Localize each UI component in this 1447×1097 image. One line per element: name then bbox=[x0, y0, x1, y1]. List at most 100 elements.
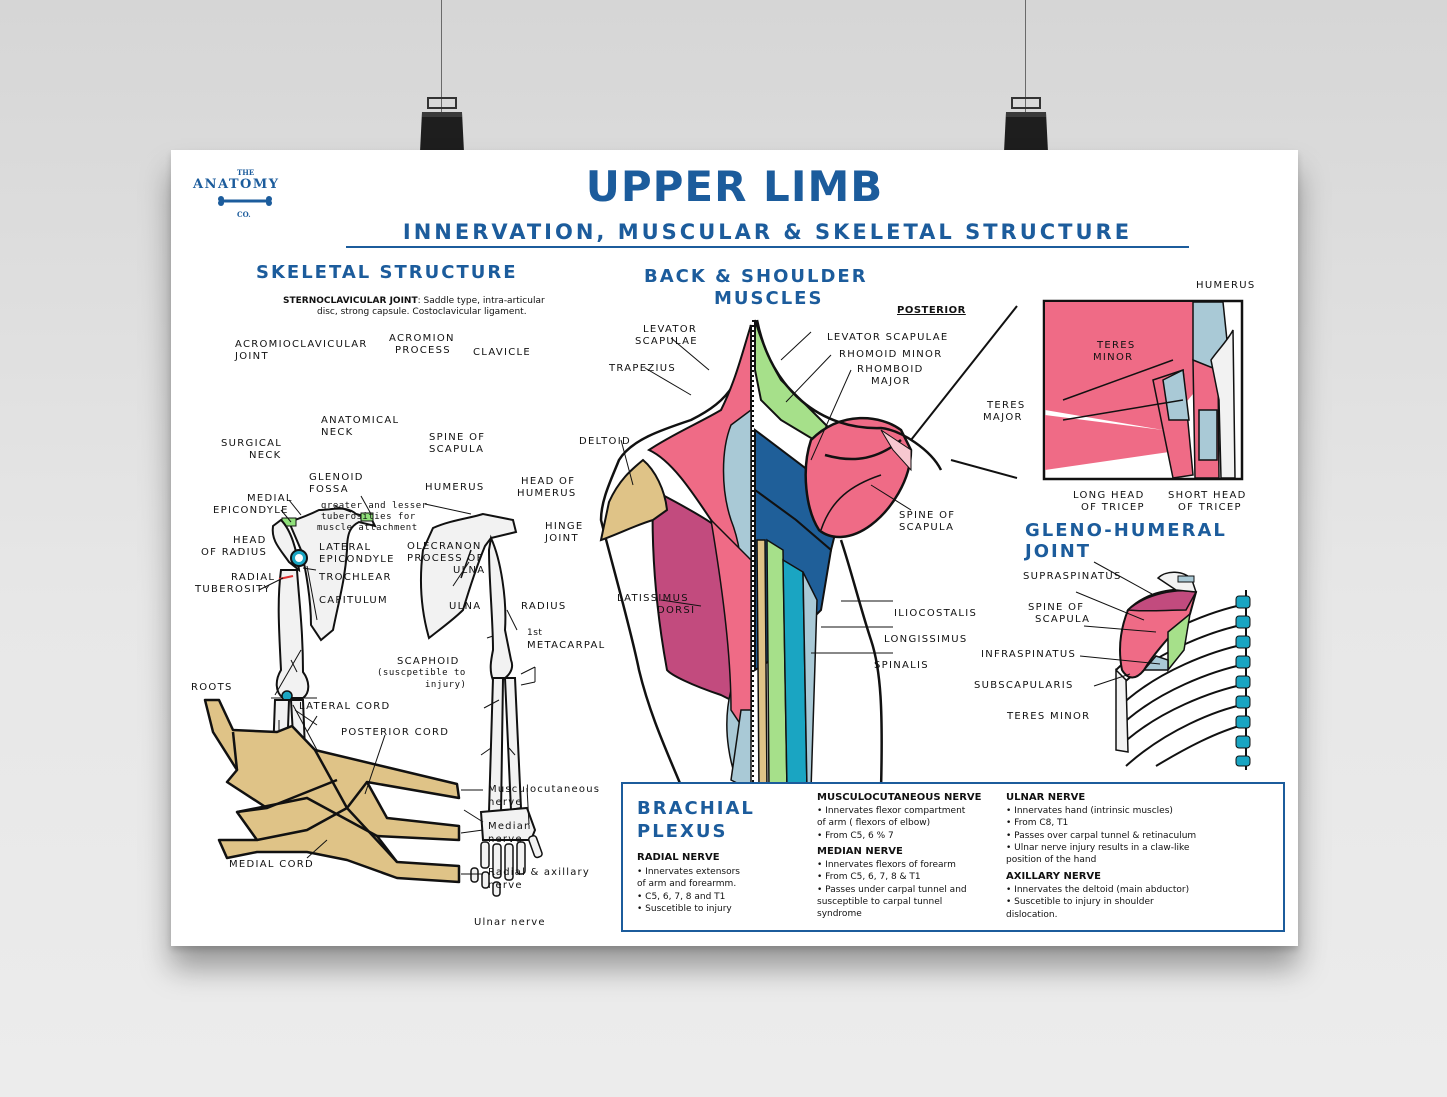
label-scaphoid-note-1: (suscpetible to bbox=[377, 668, 466, 678]
label-tuberosity: TUBEROSITY bbox=[195, 584, 271, 595]
label-ulna: ULNA bbox=[449, 601, 482, 612]
label-hinge-joint: JOINT bbox=[545, 533, 579, 544]
radial-nerve-text: • Innervates extensors of arm and forear… bbox=[637, 867, 740, 914]
label-glenoid: GLENOID bbox=[309, 472, 364, 483]
label-process: PROCESS bbox=[395, 345, 451, 356]
ulnar-nerve-heading: ULNAR NERVE bbox=[1006, 792, 1086, 803]
label-radial-2: nerve bbox=[488, 880, 523, 891]
label-latissimus-2: DORSI bbox=[657, 605, 696, 616]
label-tuberosities-1: greater and lesser bbox=[321, 501, 428, 511]
brachial-title-1: BRACHIAL bbox=[637, 798, 755, 819]
label-inset-humerus: HUMERUS bbox=[1196, 280, 1256, 291]
label-tuberosities-3: muscle attachment bbox=[317, 523, 418, 533]
label-first: 1st bbox=[527, 628, 543, 638]
label-anatomical: ANATOMICAL bbox=[321, 415, 400, 426]
label-infraspinatus: INFRASPINATUS bbox=[981, 649, 1077, 660]
label-process-of: PROCESS OF bbox=[407, 553, 484, 564]
label-spinalis: SPINALIS bbox=[874, 660, 929, 671]
label-levator-left-2: SCAPULAE bbox=[635, 336, 698, 347]
inset-callout-lines bbox=[910, 305, 1018, 479]
brand-logo: THE ANATOMY CO. bbox=[193, 166, 299, 219]
label-medial-epicondyle: EPICONDYLE bbox=[213, 505, 289, 516]
label-surgical-neck: NECK bbox=[249, 450, 282, 461]
label-spine-of-gleno: SPINE OF bbox=[1028, 602, 1085, 613]
label-spine-of-back: SPINE OF bbox=[899, 510, 956, 521]
label-long-head-1: LONG HEAD bbox=[1073, 490, 1145, 501]
hanging-wire-right bbox=[1025, 0, 1026, 112]
label-musculocutaneous-1: Musculocutaneous bbox=[488, 784, 601, 795]
gleno-heading-1: GLENO-HUMERAL bbox=[1025, 520, 1227, 541]
back-heading-2: MUSCLES bbox=[714, 288, 824, 309]
axillary-nerve-text: • Innervates the deltoid (main abductor)… bbox=[1006, 885, 1190, 920]
label-radial: RADIAL bbox=[231, 572, 276, 583]
skeletal-heading: SKELETAL STRUCTURE bbox=[256, 262, 518, 283]
label-musculocutaneous-2: nerve bbox=[488, 797, 523, 808]
label-humerus: HUMERUS bbox=[425, 482, 485, 493]
label-head: HEAD bbox=[233, 535, 267, 546]
brachial-plexus-info: BRACHIAL PLEXUS RADIAL NERVE • Innervate… bbox=[621, 782, 1285, 932]
label-olecranon-ulna: ULNA bbox=[453, 565, 486, 576]
label-posterior-cord: POSTERIOR CORD bbox=[341, 727, 450, 738]
label-deltoid: DELTOID bbox=[579, 436, 631, 447]
label-latissimus-1: LATISSIMUS bbox=[617, 593, 689, 604]
logo-line-2: ANATOMY bbox=[193, 177, 280, 192]
label-fossa: FOSSA bbox=[309, 484, 349, 495]
label-teres-major-2: MAJOR bbox=[983, 412, 1023, 423]
sc-joint-text-2: disc, strong capsule. Costoclavicular li… bbox=[317, 307, 527, 317]
hanging-wire-left bbox=[441, 0, 442, 112]
label-scaphoid-note-2: injury) bbox=[425, 680, 467, 690]
label-levator-right: LEVATOR SCAPULAE bbox=[827, 332, 949, 343]
label-acromion: ACROMION bbox=[389, 333, 455, 344]
label-radial-1: Radial & axillary bbox=[488, 867, 590, 878]
label-median-1: Median bbox=[488, 821, 532, 832]
label-posterior: POSTERIOR bbox=[897, 305, 966, 316]
label-olecranon: OLECRANON bbox=[407, 541, 482, 552]
label-short-head-2: OF TRICEP bbox=[1178, 502, 1242, 513]
label-rhomboid-major-1: RHOMBOID bbox=[857, 364, 924, 375]
label-spine-of: SPINE OF bbox=[429, 432, 486, 443]
binder-clip-left bbox=[420, 97, 464, 152]
brachial-plexus-diagram bbox=[203, 698, 484, 884]
label-capitulum: CAPITULUM bbox=[319, 595, 388, 606]
label-levator-left-1: LEVATOR bbox=[643, 324, 698, 335]
label-clavicle: CLAVICLE bbox=[473, 347, 532, 358]
label-scapula-back: SCAPULA bbox=[899, 522, 955, 533]
binder-clip-right bbox=[1004, 97, 1048, 152]
label-trapezius: TRAPEZIUS bbox=[609, 363, 677, 374]
label-subscapularis: SUBSCAPULARIS bbox=[974, 680, 1074, 691]
label-roots: ROOTS bbox=[191, 682, 233, 693]
label-medial: MEDIAL bbox=[247, 493, 293, 504]
label-teres-minor-2: MINOR bbox=[1093, 352, 1134, 363]
inset-teres-drawing bbox=[1042, 299, 1244, 481]
label-anatomical-neck: NECK bbox=[321, 427, 354, 438]
axillary-nerve-heading: AXILLARY NERVE bbox=[1006, 871, 1101, 882]
label-iliocostalis: ILIOCOSTALIS bbox=[894, 608, 978, 619]
gleno-humeral-drawing bbox=[1075, 561, 1251, 770]
bone-icon bbox=[218, 196, 272, 206]
label-rhomboid-minor: RHOMOID MINOR bbox=[839, 349, 943, 360]
label-teres-major-1: TERES bbox=[987, 400, 1026, 411]
label-tuberosities-2: tuberosities for bbox=[321, 512, 416, 522]
label-medial-cord: MEDIAL CORD bbox=[229, 859, 314, 870]
page-title: UPPER LIMB bbox=[585, 162, 884, 211]
median-nerve-heading: MEDIAN NERVE bbox=[817, 846, 903, 857]
label-teres-minor-1: TERES bbox=[1097, 340, 1136, 351]
label-head-of: HEAD OF bbox=[521, 476, 576, 487]
skeletal-drawings bbox=[258, 495, 543, 897]
label-teres-minor-gleno: TERES MINOR bbox=[1007, 711, 1091, 722]
brachial-title-2: PLEXUS bbox=[637, 821, 728, 842]
label-ac-joint: JOINT bbox=[235, 351, 269, 362]
label-median-2: nerve bbox=[488, 834, 523, 845]
label-longissimus: LONGISSIMUS bbox=[884, 634, 968, 645]
logo-line-1: THE bbox=[237, 168, 255, 177]
label-of-radius: OF RADIUS bbox=[201, 547, 268, 558]
label-head-humerus: HUMERUS bbox=[517, 488, 577, 499]
sc-joint-text-1: : Saddle type, intra-articular bbox=[417, 296, 545, 306]
sc-joint-note: STERNOCLAVICULAR JOINT: Saddle type, int… bbox=[283, 296, 583, 318]
label-rhomboid-major-2: MAJOR bbox=[871, 376, 911, 387]
label-lateral-cord: LATERAL CORD bbox=[299, 701, 391, 712]
poster: THE ANATOMY CO. UPPER LIMB INNERVATION, … bbox=[171, 150, 1298, 946]
label-trochlear: TROCHLEAR bbox=[319, 572, 392, 583]
gleno-heading-2: JOINT bbox=[1025, 541, 1092, 562]
label-supraspinatus: SUPRASPINATUS bbox=[1023, 571, 1122, 582]
